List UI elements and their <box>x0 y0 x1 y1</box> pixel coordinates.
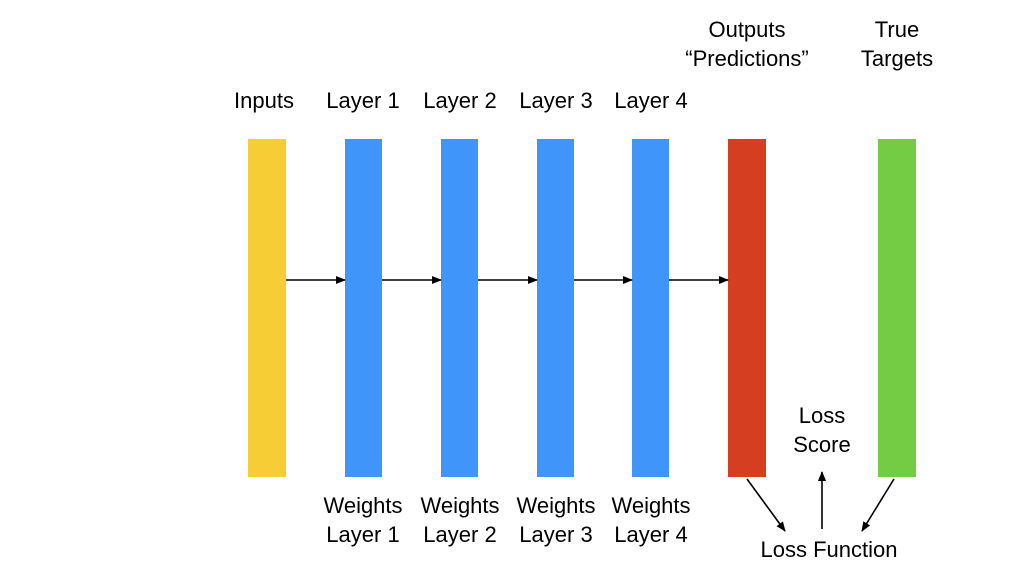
layer-4-bar <box>632 139 669 477</box>
weights-layer-3-label: Weights Layer 3 <box>516 493 596 547</box>
inputs-bar <box>248 139 286 477</box>
loss-score-label: Loss Score <box>793 403 851 457</box>
layer-3-label: Layer 3 <box>519 88 593 113</box>
layer-2-label: Layer 2 <box>423 88 497 113</box>
layer-1-label: Layer 1 <box>326 88 400 113</box>
true-targets-label: True Targets <box>860 17 934 71</box>
layer-3-bar <box>537 139 574 477</box>
loss-function-label: Loss Function <box>760 537 898 562</box>
true-targets-bar <box>878 139 916 477</box>
arrow-outputs-to-loss <box>746 478 786 532</box>
weights-layer-2-label: Weights Layer 2 <box>420 493 500 547</box>
outputs-bar <box>728 139 766 477</box>
arrow-targets-to-loss <box>861 478 895 532</box>
outputs-label: Outputs “Predictions” <box>685 17 809 71</box>
inputs-label: Inputs <box>234 88 294 113</box>
layer-2-bar <box>441 139 478 477</box>
weights-layer-4-label: Weights Layer 4 <box>611 493 691 547</box>
layer-1-bar <box>345 139 382 477</box>
layer-4-label: Layer 4 <box>614 88 688 113</box>
weights-layer-1-label: Weights Layer 1 <box>323 493 403 547</box>
